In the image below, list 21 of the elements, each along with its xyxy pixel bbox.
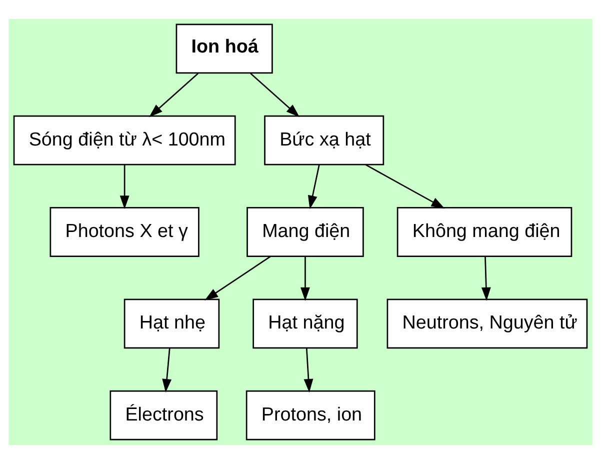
node-box: Ion hoá: [176, 23, 273, 74]
node-box: Hạt nhẹ: [124, 298, 220, 348]
arrow: [204, 255, 271, 300]
arrow: [120, 164, 130, 209]
arrow: [149, 72, 199, 117]
node-box: Sóng điện từ λ< 100nm: [13, 114, 236, 165]
arrow: [300, 256, 310, 300]
arrow: [250, 72, 300, 117]
node-box: Không mang điện: [396, 206, 572, 256]
arrow: [481, 256, 491, 300]
node-box: Électrons: [110, 390, 218, 440]
node-box: Photons X et γ: [50, 206, 200, 256]
node-box: Mang điện: [246, 206, 364, 256]
arrow: [308, 164, 320, 209]
node-box: Hạt nặng: [252, 298, 358, 348]
node-box: Protons, ion: [246, 390, 376, 440]
node-box: Neutrons, Nguyên tử: [386, 298, 588, 348]
arrow: [366, 164, 445, 208]
arrow: [162, 348, 172, 392]
node-box: Bức xạ hạt: [264, 114, 384, 165]
arrow: [304, 348, 314, 392]
